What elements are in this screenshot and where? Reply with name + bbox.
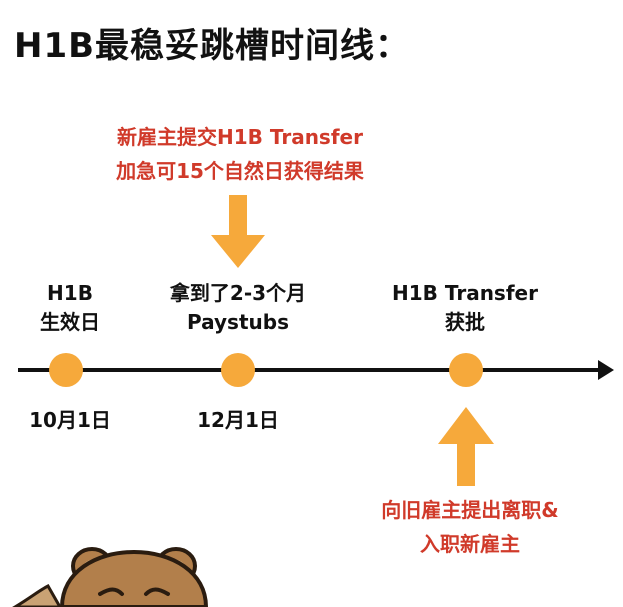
milestone-1-label: H1B 生效日 (10, 279, 130, 337)
down-arrow-icon (211, 195, 265, 268)
bottom-note-line-1: 向旧雇主提出离职& (381, 498, 559, 522)
milestone-1-label-line-2: 生效日 (40, 310, 100, 334)
bottom-note-line-2: 入职新雇主 (420, 532, 520, 556)
bottom-note: 向旧雇主提出离职& 入职新雇主 (330, 493, 610, 561)
milestone-2-dot (221, 353, 255, 387)
up-arrow-icon (438, 407, 494, 486)
milestone-3-label-line-2: 获批 (445, 310, 485, 334)
top-note-line-2: 加急可15个自然日获得结果 (116, 159, 364, 183)
milestone-1-dot (49, 353, 83, 387)
top-note-line-1: 新雇主提交H1B Transfer (117, 125, 363, 149)
milestone-2-label-line-1: 拿到了2-3个月 (169, 281, 307, 305)
milestone-2-label: 拿到了2-3个月 Paystubs (138, 279, 338, 337)
bear-mascot-icon (12, 547, 209, 607)
top-note: 新雇主提交H1B Transfer 加急可15个自然日获得结果 (60, 120, 420, 188)
milestone-2-date: 12月1日 (197, 408, 279, 432)
milestone-1-date: 10月1日 (29, 408, 111, 432)
milestone-3-dot (449, 353, 483, 387)
milestone-3-label-line-1: H1B Transfer (392, 281, 538, 305)
timeline-arrowhead-icon (598, 360, 614, 380)
page-title: H1B最稳妥跳槽时间线： (14, 26, 411, 66)
milestone-3-label: H1B Transfer 获批 (360, 279, 570, 337)
milestone-2-label-line-2: Paystubs (187, 310, 289, 334)
milestone-1-label-line-1: H1B (47, 281, 93, 305)
